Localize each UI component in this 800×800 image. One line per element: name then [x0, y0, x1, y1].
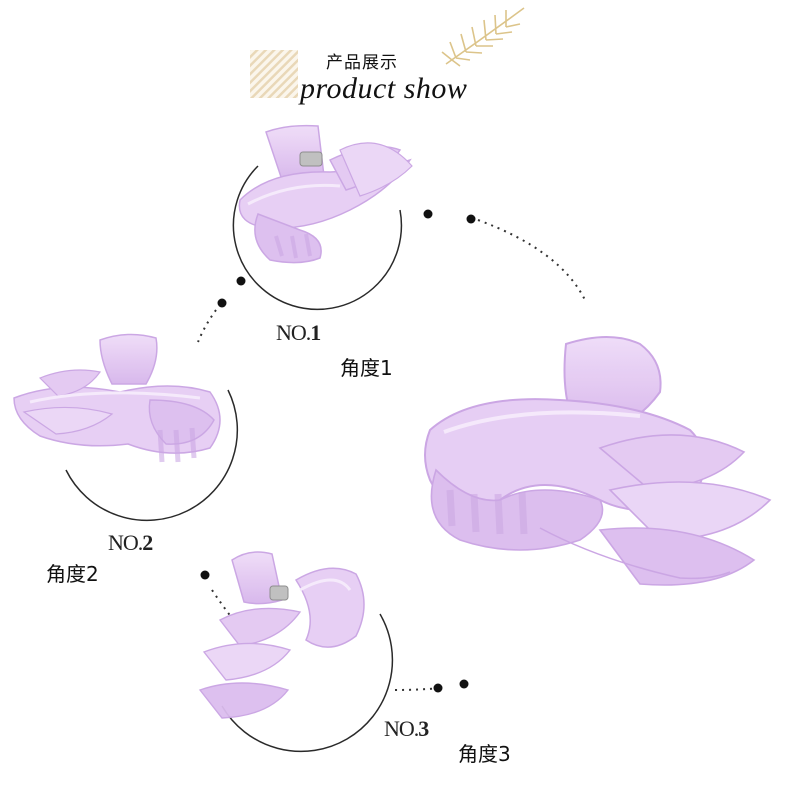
connector-dots-4	[433, 679, 469, 693]
connector-dots-2	[217, 276, 246, 308]
hair-clip-main	[424, 336, 772, 586]
view-3-number-prefix: NO.	[384, 716, 419, 741]
connector-dots-3	[200, 570, 210, 580]
view-1-angle-label: 角度1	[340, 356, 393, 380]
view-2-number-label: NO.2	[108, 530, 153, 556]
hair-clip-view-3	[198, 551, 365, 719]
page-title-english: product show	[300, 72, 468, 105]
view-2-number-prefix: NO.	[108, 530, 143, 555]
view-1-circle	[232, 165, 403, 311]
view-3-circle	[221, 613, 394, 753]
dotted-connector-1	[477, 219, 586, 301]
hair-clip-view-2	[13, 333, 221, 463]
dotted-connector-2	[197, 309, 217, 343]
page-title-chinese: 产品展示	[326, 53, 398, 73]
view-3-number: 3	[418, 716, 429, 741]
dotted-connector-3	[211, 589, 233, 619]
view-1-number: 1	[310, 320, 321, 345]
dotted-connector-4	[394, 687, 441, 691]
hair-clip-view-1	[238, 124, 413, 264]
view-2-angle-label: 角度2	[46, 562, 99, 586]
view-1-number-prefix: NO.	[276, 320, 311, 345]
view-3-angle-label: 角度3	[458, 742, 511, 766]
diagonal-stripe-decoration	[250, 50, 298, 98]
view-2-number: 2	[142, 530, 153, 555]
palm-leaf-decoration	[441, 7, 525, 67]
view-2-circle	[65, 389, 239, 522]
view-3-number-label: NO.3	[384, 716, 429, 742]
connector-dots-1	[423, 209, 476, 224]
view-1-number-label: NO.1	[276, 320, 321, 346]
